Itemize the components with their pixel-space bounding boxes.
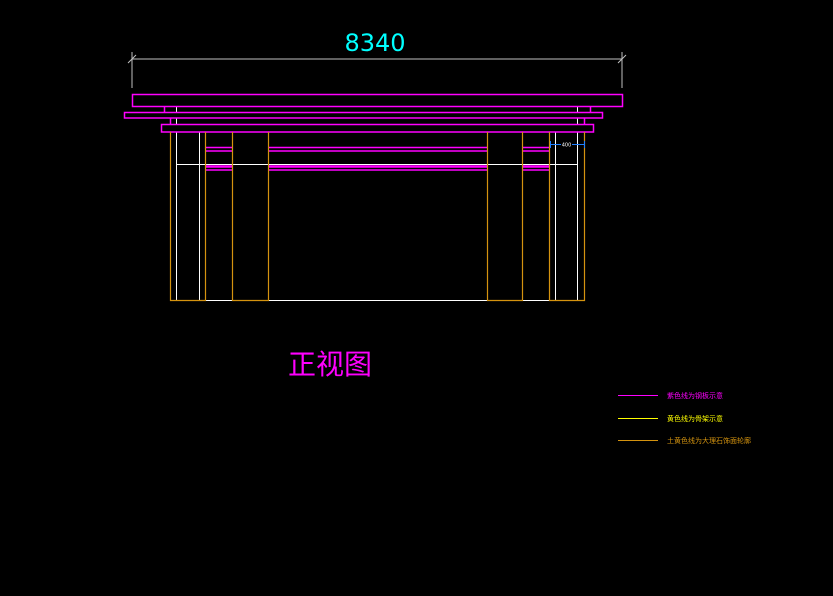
marble-legs (169, 132, 586, 302)
view-title: 正视图 (288, 348, 372, 381)
legend-label-skeleton: 黄色线为骨架示意 (667, 414, 723, 423)
leg-dimension-text: 400 (562, 143, 572, 149)
legend-label-marble: 土黄色线为大理石饰面轮廓 (667, 436, 751, 445)
leg-dimension (550, 141, 585, 148)
overall-dimension (127, 52, 627, 88)
legend: 紫色线为钢板示意 黄色线为骨架示意 土黄色线为大理石饰面轮廓 (618, 391, 751, 445)
overall-dimension-text: 8340 (344, 29, 405, 57)
legend-label-steel: 紫色线为钢板示意 (667, 391, 723, 400)
beams (205, 146, 549, 171)
steel-plates (123, 93, 624, 171)
